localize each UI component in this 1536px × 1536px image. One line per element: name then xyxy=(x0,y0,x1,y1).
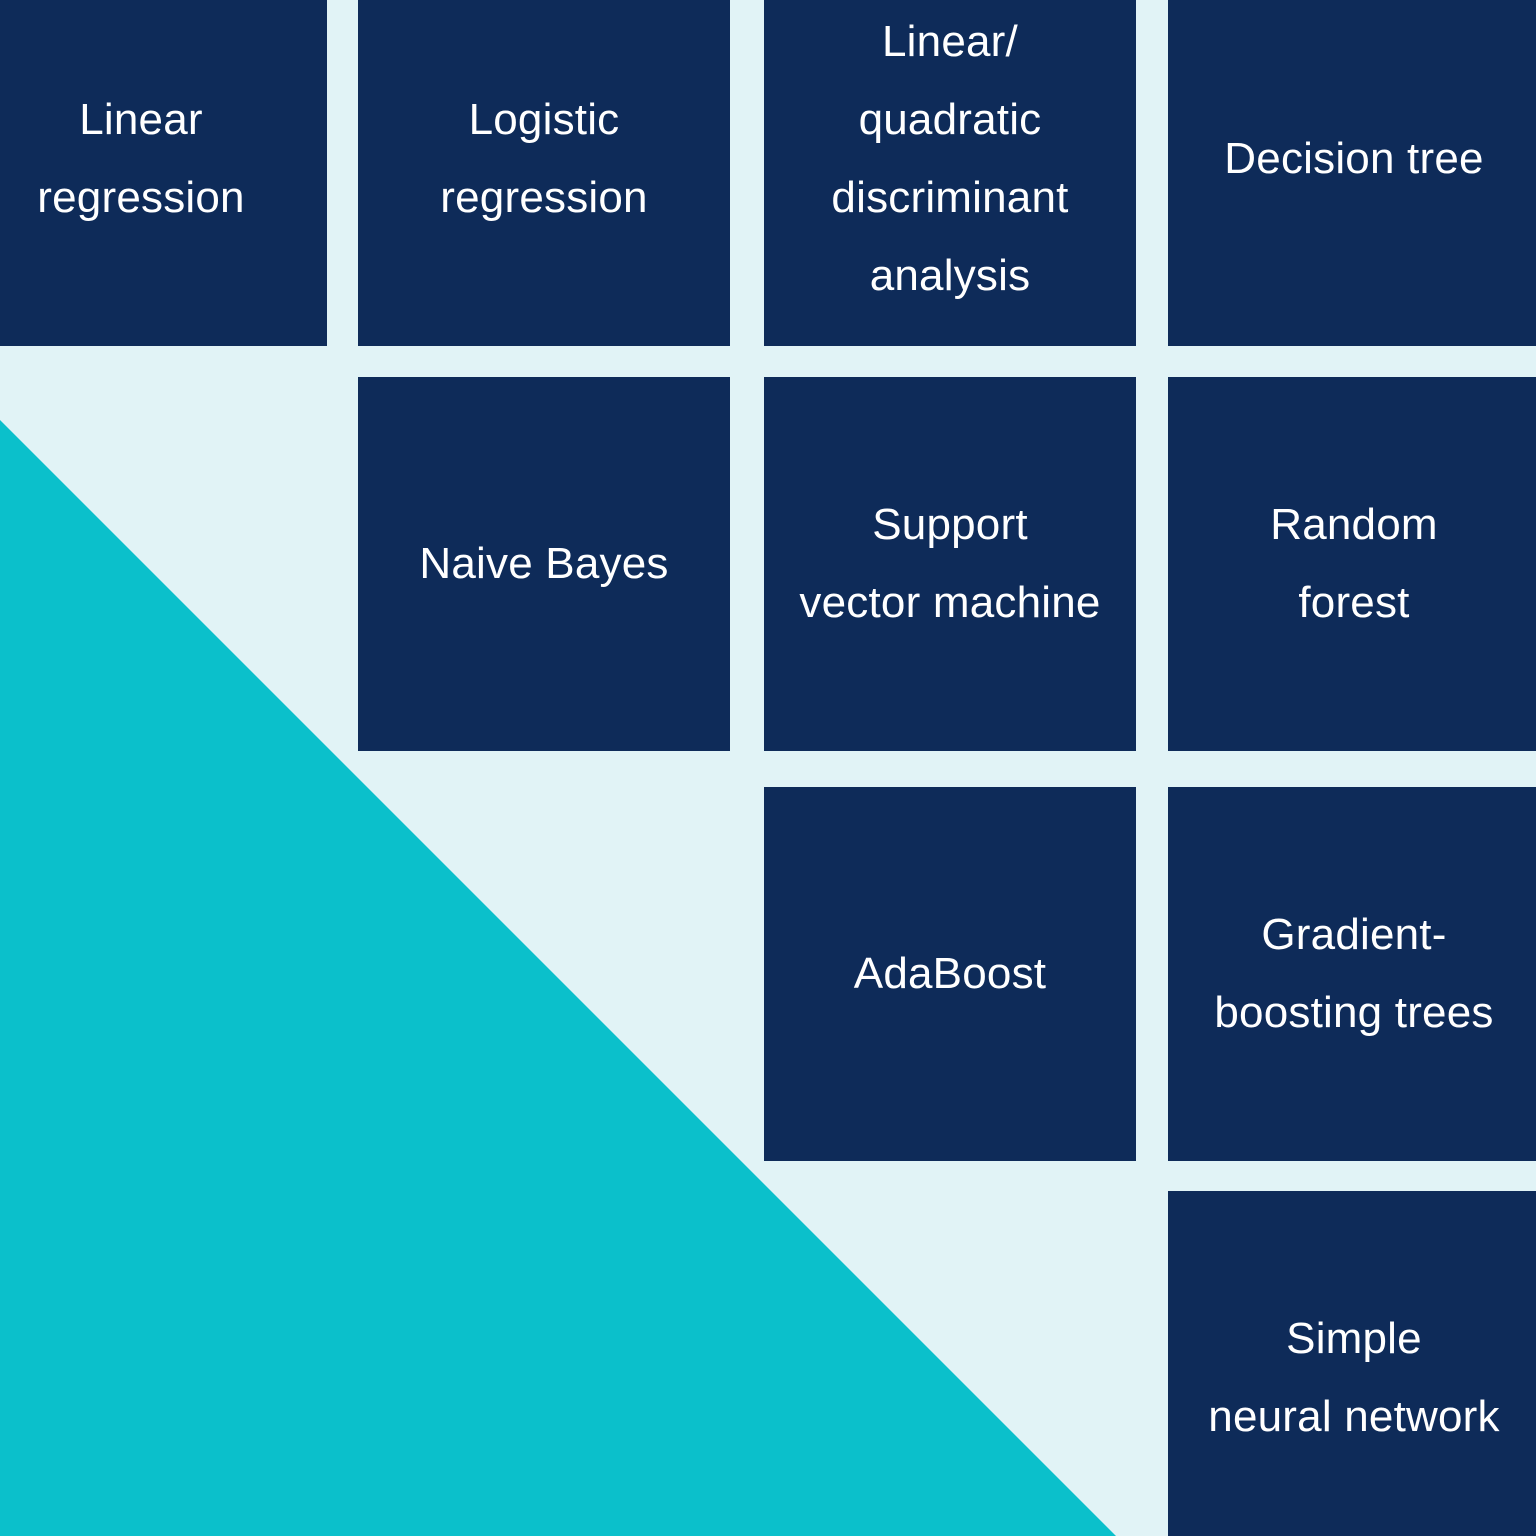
tile-gradient-boosting-trees: Gradient- boosting trees xyxy=(1168,787,1536,1161)
tile-logistic-regression: Logistic regression xyxy=(358,0,730,346)
tile-adaboost: AdaBoost xyxy=(764,787,1136,1161)
tile-decision-tree: Decision tree xyxy=(1168,0,1536,346)
tile-naive-bayes: Naive Bayes xyxy=(358,377,730,751)
tile-linear-regression: Linear regression xyxy=(0,0,327,346)
tile-support-vector-machine: Support vector machine xyxy=(764,377,1136,751)
triangle-shape xyxy=(0,420,1116,1536)
tile-linear-quadratic-discriminant-analysis: Linear/ quadratic discriminant analysis xyxy=(764,0,1136,346)
tile-random-forest: Random forest xyxy=(1168,377,1536,751)
tile-simple-neural-network: Simple neural network xyxy=(1168,1191,1536,1536)
